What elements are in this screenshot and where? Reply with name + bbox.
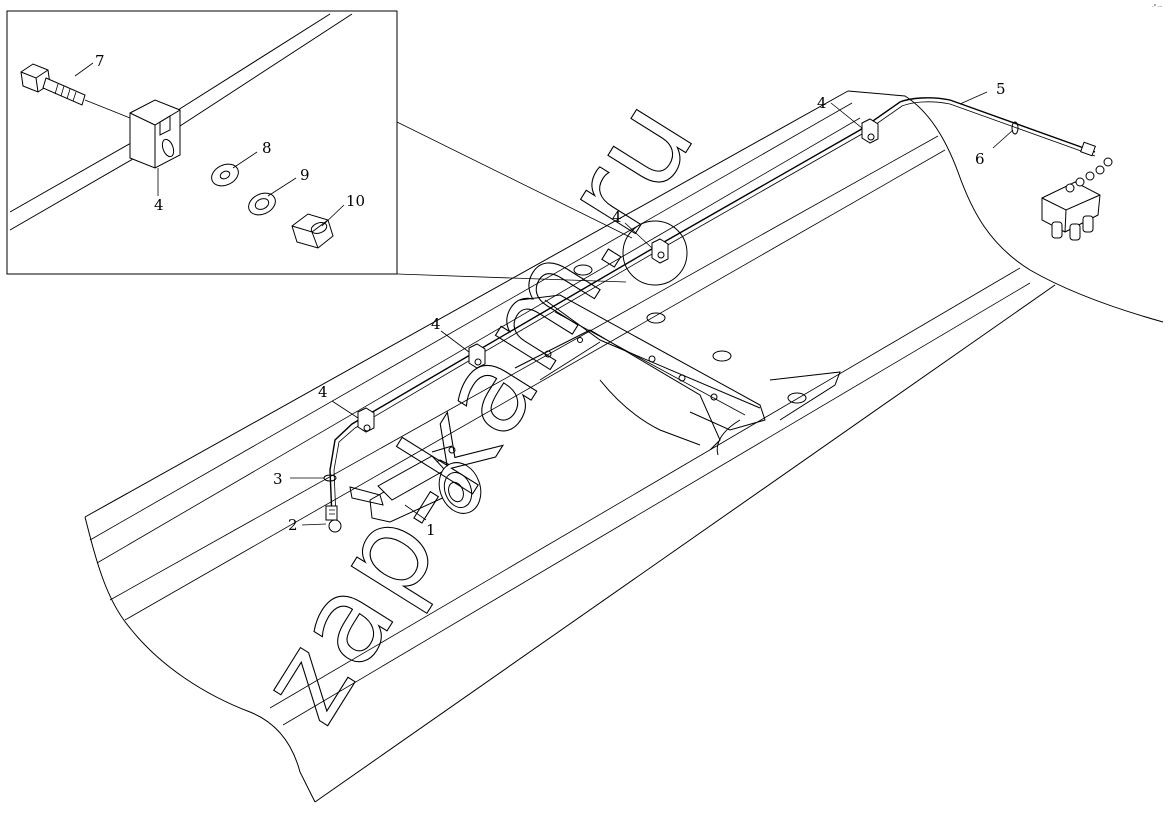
inset-lock-washer bbox=[248, 192, 276, 216]
callout-inset-bracket: 4 bbox=[154, 196, 164, 214]
callout-pipe: 5 bbox=[996, 80, 1006, 98]
callout-washer: 8 bbox=[262, 139, 272, 157]
callout-clamp: 6 bbox=[975, 150, 985, 168]
inset-detail bbox=[6, 10, 633, 283]
brake-pipe bbox=[329, 97, 1113, 519]
bracket-main-1 bbox=[357, 407, 375, 433]
callout-bracket-4: 4 bbox=[817, 94, 827, 112]
callout-bracket-1: 4 bbox=[318, 383, 328, 401]
inset-nut bbox=[291, 213, 334, 249]
slave-cylinder bbox=[349, 445, 482, 523]
callout-lock-washer: 9 bbox=[300, 166, 310, 184]
corner-mark: ·° ··· bbox=[1152, 4, 1163, 10]
callout-bolt: 7 bbox=[95, 52, 105, 70]
callout-nut: 10 bbox=[346, 192, 365, 210]
inset-frame bbox=[6, 10, 398, 275]
main-leaders bbox=[290, 91, 1014, 526]
callout-clip: 3 bbox=[273, 470, 283, 488]
inset-washer bbox=[211, 163, 239, 187]
inset-bolt bbox=[20, 63, 131, 119]
detail-circle bbox=[622, 220, 688, 286]
pipe-fitting bbox=[325, 505, 342, 533]
inset-bracket bbox=[129, 99, 181, 169]
bracket-main-4 bbox=[861, 118, 879, 144]
callout-bracket-2: 4 bbox=[431, 315, 441, 333]
callout-fitting: 2 bbox=[288, 516, 298, 534]
callout-bracket-3: 4 bbox=[612, 208, 622, 226]
bracket-main-3 bbox=[622, 220, 688, 286]
bracket-main-2 bbox=[468, 343, 486, 369]
callout-cylinder: 1 bbox=[426, 521, 436, 539]
chassis-frame bbox=[84, 90, 1164, 803]
